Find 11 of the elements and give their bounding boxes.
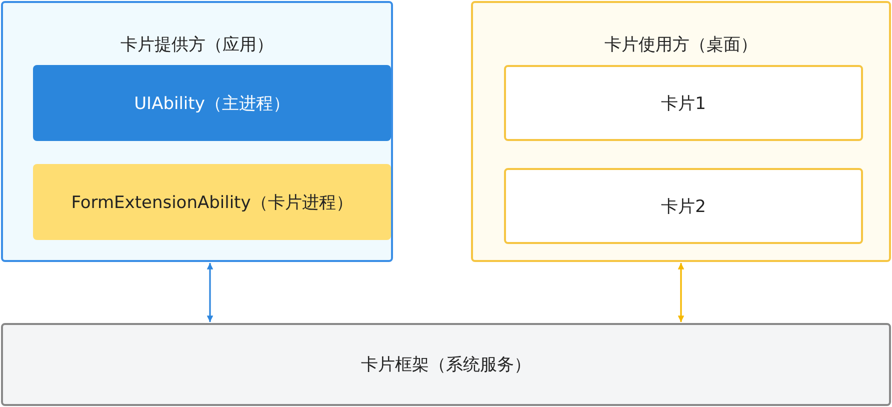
group-box [1, 1, 393, 262]
process-box: 卡片1 [504, 65, 863, 141]
heading: 卡片使用方（桌面） [604, 35, 758, 55]
arrow [206, 263, 214, 322]
process-box: 卡片框架（系统服务） [1, 323, 891, 406]
process-box: UIAbility（主进程） [33, 65, 391, 141]
arrow [678, 263, 684, 322]
process-box: FormExtensionAbility（卡片进程） [33, 164, 391, 240]
group-box [471, 1, 891, 262]
heading: 卡片提供方（应用） [120, 35, 274, 55]
process-box: 卡片2 [504, 168, 863, 244]
